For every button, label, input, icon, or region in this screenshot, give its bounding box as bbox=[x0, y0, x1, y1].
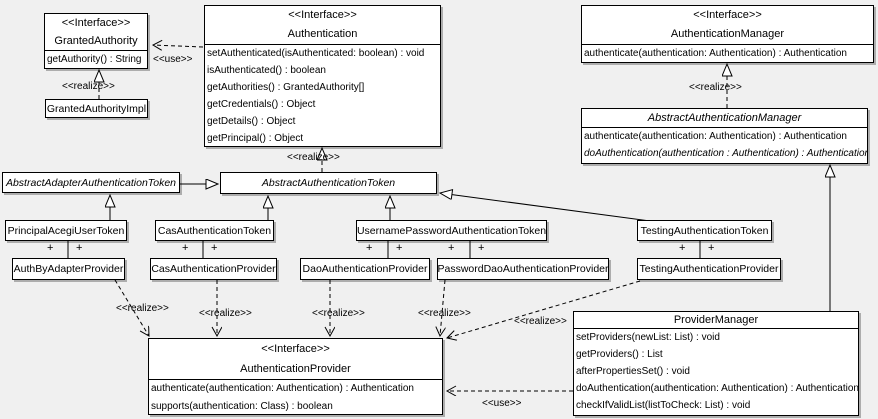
class-abstract-authentication-token: AbstractAuthenticationToken bbox=[220, 172, 437, 194]
stereotype: <<Interface>> bbox=[261, 343, 330, 355]
class-name: AuthenticationManager bbox=[670, 28, 785, 40]
realize-label: <<realize>> bbox=[689, 82, 742, 93]
class-name: TestingAuthenticationToken bbox=[640, 224, 769, 237]
use-label: <<use>> bbox=[482, 398, 522, 409]
class-principal-acegi-user-token: PrincipalAcegiUserToken bbox=[5, 220, 127, 241]
class-abstract-authentication-manager: AbstractAuthenticationManager authentica… bbox=[581, 108, 868, 164]
method: isAuthenticated() : boolean bbox=[207, 65, 326, 76]
assoc-end-label: + bbox=[211, 242, 218, 254]
class-name: ProviderManager bbox=[673, 314, 759, 326]
class-name: TestingAuthenticationProvider bbox=[639, 263, 779, 275]
class-cas-authentication-provider: CasAuthenticationProvider bbox=[150, 258, 277, 280]
class-name: AuthByAdapterProvider bbox=[13, 263, 124, 275]
class-authentication-manager: <<Interface>> AuthenticationManager auth… bbox=[581, 5, 874, 63]
class-name: AbstractAuthenticationToken bbox=[261, 177, 396, 189]
class-provider-manager: ProviderManager setProviders(newList: Li… bbox=[573, 311, 859, 416]
method: getProviders() : List bbox=[576, 349, 663, 360]
stereotype: <<Interface>> bbox=[288, 9, 357, 21]
realize-label: <<realize>> bbox=[287, 152, 340, 163]
assoc-end-label: + bbox=[448, 242, 455, 254]
method: doAuthentication(authentication: Authent… bbox=[576, 383, 858, 394]
assoc-end-label: + bbox=[478, 242, 485, 254]
realize-label: <<realize>> bbox=[312, 308, 365, 319]
class-dao-authentication-provider: DaoAuthenticationProvider bbox=[300, 258, 430, 280]
class-granted-authority: <<Interface>> GrantedAuthority getAuthor… bbox=[44, 13, 148, 69]
class-password-dao-authentication-provider: PasswordDaoAuthenticationProvider bbox=[437, 258, 609, 280]
assoc-end-label: + bbox=[396, 242, 403, 254]
class-name: GrantedAuthority bbox=[54, 35, 138, 47]
class-username-password-authentication-token: UsernamePasswordAuthenticationToken bbox=[356, 220, 547, 241]
gen-arrow-testingauthenticationtoken bbox=[440, 193, 651, 222]
method: authenticate(authentication: Authenticat… bbox=[584, 48, 847, 59]
stereotype: <<Interface>> bbox=[693, 9, 762, 21]
realize-label: <<realize>> bbox=[199, 308, 252, 319]
assoc-end-label: + bbox=[366, 242, 373, 254]
assoc-end-label: + bbox=[76, 242, 83, 254]
assoc-end-label: + bbox=[679, 242, 686, 254]
class-name: Authentication bbox=[287, 28, 358, 40]
class-name: AbstractAdapterAuthenticationToken bbox=[5, 176, 177, 189]
class-name: GrantedAuthorityImpl bbox=[46, 102, 147, 115]
stereotype: <<Interface>> bbox=[61, 17, 131, 29]
class-name: PasswordDaoAuthenticationProvider bbox=[437, 263, 609, 275]
assoc-end-label: + bbox=[182, 242, 189, 254]
class-name: AuthenticationProvider bbox=[240, 363, 351, 375]
class-testing-authentication-token: TestingAuthenticationToken bbox=[637, 220, 772, 241]
class-name: AbstractAuthenticationManager bbox=[647, 112, 802, 124]
class-name: CasAuthenticationToken bbox=[157, 224, 272, 237]
method: doAuthentication(authentication : Authen… bbox=[584, 148, 867, 159]
use-arrow-authentication-to-grantedauthority bbox=[153, 45, 204, 47]
realize-label: <<realize>> bbox=[116, 303, 169, 314]
method: getPrincipal() : Object bbox=[207, 133, 304, 144]
method: getDetails() : Object bbox=[207, 116, 296, 127]
class-authentication-provider: <<Interface>> AuthenticationProvider aut… bbox=[148, 338, 443, 415]
realize-arrow-passworddaoauthenticationprovider bbox=[440, 279, 445, 336]
realize-label: <<realize>> bbox=[418, 308, 471, 319]
method: setProviders(newList: List) : void bbox=[576, 332, 720, 343]
class-abstract-adapter-authentication-token: AbstractAdapterAuthenticationToken bbox=[2, 172, 180, 193]
method: afterPropertiesSet() : void bbox=[576, 366, 690, 377]
realize-label: <<realize>> bbox=[62, 81, 115, 92]
class-name: UsernamePasswordAuthenticationToken bbox=[356, 224, 547, 237]
method: getAuthority() : String bbox=[47, 54, 142, 65]
class-authentication: <<Interface>> Authentication setAuthenti… bbox=[204, 5, 441, 147]
realize-arrow-authbyadapterprovider bbox=[114, 279, 149, 336]
use-label: <<use>> bbox=[153, 54, 193, 65]
class-granted-authority-impl: GrantedAuthorityImpl bbox=[45, 99, 148, 118]
class-name: DaoAuthenticationProvider bbox=[302, 263, 428, 275]
method: setAuthenticated(isAuthenticated: boolea… bbox=[207, 48, 425, 59]
method: getAuthorities() : GrantedAuthority[] bbox=[207, 82, 365, 93]
class-cas-authentication-token: CasAuthenticationToken bbox=[155, 220, 274, 241]
assoc-end-label: + bbox=[47, 242, 54, 254]
method: authenticate(authentication: Authenticat… bbox=[151, 383, 414, 394]
realize-arrow-testingauthenticationprovider bbox=[447, 280, 641, 338]
class-testing-authentication-provider: TestingAuthenticationProvider bbox=[637, 258, 781, 280]
method: supports(authentication: Class) : boolea… bbox=[151, 401, 333, 412]
method: checkIfValidList(listToCheck: List) : vo… bbox=[576, 400, 751, 411]
class-name: CasAuthenticationProvider bbox=[151, 263, 276, 275]
class-name: PrincipalAcegiUserToken bbox=[7, 224, 125, 237]
assoc-end-label: + bbox=[708, 242, 715, 254]
class-auth-by-adapter-provider: AuthByAdapterProvider bbox=[12, 258, 125, 280]
method: authenticate(authentication: Authenticat… bbox=[584, 131, 847, 142]
method: getCredentials() : Object bbox=[207, 99, 316, 110]
realize-label: <<realize>> bbox=[514, 316, 567, 327]
